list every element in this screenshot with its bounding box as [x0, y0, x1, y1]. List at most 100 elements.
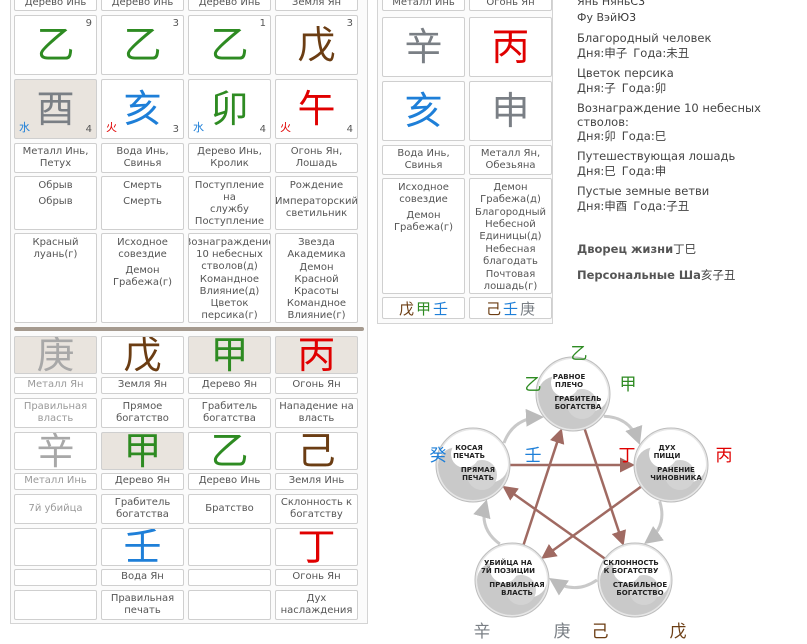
- pillar-character: 庚: [36, 336, 75, 374]
- pillar-character: 丁: [297, 528, 336, 566]
- node-top-label: ПИЩИ: [654, 452, 681, 460]
- info-row-value: С3: [630, 0, 646, 8]
- luck-stem-cell: 丙: [275, 336, 358, 374]
- node-upper-lobe: [451, 440, 479, 468]
- ten-god-label: Склонность к богатству: [275, 494, 358, 524]
- element-label: [188, 569, 271, 586]
- branch-name: Металл Инь, Петух: [14, 143, 97, 173]
- pillar-character: 戊: [297, 23, 336, 67]
- pillar-number: 4: [85, 124, 92, 135]
- controlling-arrow: [583, 428, 626, 546]
- info-row-value: Ю3: [617, 11, 637, 24]
- cycle-stem-label: 癸: [430, 446, 447, 466]
- heavenly-stem-cell: 丙: [469, 17, 552, 77]
- controlling-arrow: [522, 428, 565, 546]
- ten-god-label: 7й убийца: [14, 494, 97, 524]
- mid-stems-row: 辛丙: [382, 17, 552, 77]
- hidden-stem-char: 壬: [502, 299, 518, 318]
- mid-hidden-stems-row: 戊甲壬己壬庚: [382, 297, 552, 319]
- luck-stem-cell: 戊: [101, 336, 184, 374]
- section-divider: [14, 327, 364, 331]
- stack-text: Вознаграждение 10 небесных стволов(д): [188, 237, 271, 272]
- node-bottom-label: ГРАБИТЕЛЬ: [555, 395, 602, 403]
- day-label: Дня:: [577, 81, 605, 95]
- symbolic-stars-cell: Красный луань(г): [14, 233, 97, 323]
- pillar-character: 乙: [210, 23, 249, 67]
- cycle-stem-label: 己: [592, 622, 609, 642]
- pillar-number: 3: [172, 18, 179, 29]
- hidden-stems-cell: 戊甲壬: [382, 297, 465, 319]
- node-top-label: КОСАЯ: [455, 444, 483, 452]
- stack-text: Звезда Академика: [287, 237, 346, 260]
- branch-name: Огонь Ян, Лошадь: [275, 143, 358, 173]
- pillar-character: 辛: [36, 432, 75, 470]
- element-label: Земля Ян: [275, 0, 358, 11]
- ten-god-label: Грабитель богатства: [101, 494, 184, 524]
- luck-hidden-stem-cell: 甲: [101, 432, 184, 470]
- pillar-number: 9: [85, 18, 92, 29]
- year-label: Года:: [621, 164, 655, 178]
- ten-god-label: Дух наслаждения: [275, 590, 358, 620]
- info-section-title: Благородный человек: [577, 31, 712, 45]
- info-section-title: Вознаграждение 10 небесных стволов:: [577, 101, 761, 129]
- element-label: Земля Ян: [101, 377, 184, 394]
- luck-stem-cell: 甲: [188, 336, 271, 374]
- pillar-character: 乙: [123, 23, 162, 67]
- info-row-label: Фу Вэй: [577, 11, 618, 24]
- hidden-stems-cell: 己壬庚: [469, 297, 552, 319]
- element-label: Дерево Инь: [14, 0, 97, 11]
- pillar-number: 1: [259, 18, 266, 29]
- pillar-character: 乙: [210, 432, 249, 470]
- cycle-stem-label: 戊: [670, 622, 687, 642]
- element-label: Металл Ян: [14, 377, 97, 394]
- node-lower-lobe: [665, 460, 695, 490]
- hidden-stem-char: 庚: [520, 299, 536, 318]
- pillar-element-mark: 水: [19, 121, 30, 134]
- node-bottom-label: ПРЯМАЯ: [461, 466, 495, 474]
- ten-god-label: Нападение на власть: [275, 398, 358, 428]
- symbolic-stars-cell: Демон Грабежа(д)Благородный Небесной Еди…: [469, 178, 552, 294]
- node-upper-lobe: [490, 555, 518, 583]
- year-value: 卯: [654, 81, 667, 95]
- year-value: 申: [654, 164, 667, 178]
- node-bottom-label: ВЛАСТЬ: [501, 589, 533, 597]
- luck-hidden-stem-cell: 乙: [188, 432, 271, 470]
- pillar-character: 午: [297, 87, 336, 131]
- info-row-label: Дворец жизни: [577, 242, 674, 256]
- generating-arrow: [549, 577, 598, 596]
- mid-branches-row: 亥申: [382, 81, 552, 141]
- generating-arrow: [603, 414, 643, 445]
- pillar-character: 甲: [123, 432, 162, 470]
- info-section-title: Путешествующая лошадь: [577, 149, 736, 163]
- pillar-character: 亥: [404, 89, 443, 133]
- pillar-character: 甲: [210, 336, 249, 374]
- stack-text: Императорский светильник: [275, 196, 358, 219]
- node-upper-lobe: [613, 555, 641, 583]
- node-bottom-label: РАНЕНИЕ: [657, 466, 695, 474]
- node-top-label: УБИЙЦА НА: [484, 558, 533, 567]
- node-bottom-label: БОГАТСТВО: [616, 589, 663, 597]
- info-section-title: Цветок персика: [577, 66, 674, 80]
- info-row-label: Янь Нянь: [577, 0, 631, 8]
- ten-god-label: Правильная власть: [14, 398, 97, 428]
- branch-name: Металл Ян, Обезьяна: [469, 145, 552, 175]
- pillar-number: 4: [346, 124, 353, 135]
- ten-god-label: Грабитель богатства: [188, 398, 271, 428]
- day-value: 巳: [604, 164, 616, 178]
- pillar-character: 丙: [491, 25, 530, 69]
